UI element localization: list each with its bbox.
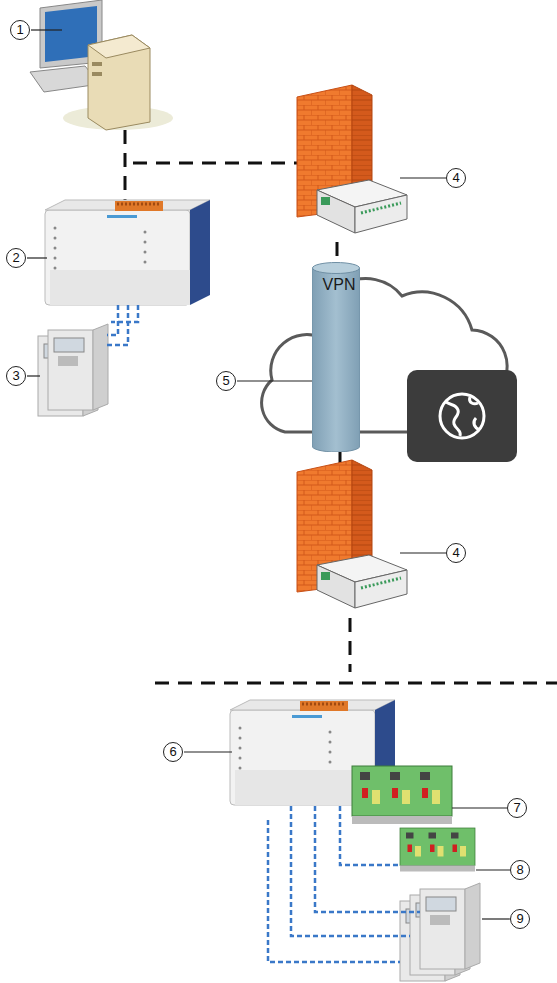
callout-number: 6 <box>163 742 183 762</box>
vpn-tunnel: VPN <box>312 262 366 452</box>
callout-number: 4 <box>446 168 466 188</box>
callout-number: 3 <box>6 366 26 386</box>
callout-number: 4 <box>446 543 466 563</box>
callout-number: 5 <box>216 371 236 391</box>
callout-number: 8 <box>510 860 530 880</box>
callout-number: 9 <box>510 909 530 929</box>
callout-number: 2 <box>6 248 26 268</box>
vpn-label: VPN <box>312 262 366 294</box>
callout-number: 1 <box>10 20 30 40</box>
callout-number: 7 <box>507 798 527 818</box>
